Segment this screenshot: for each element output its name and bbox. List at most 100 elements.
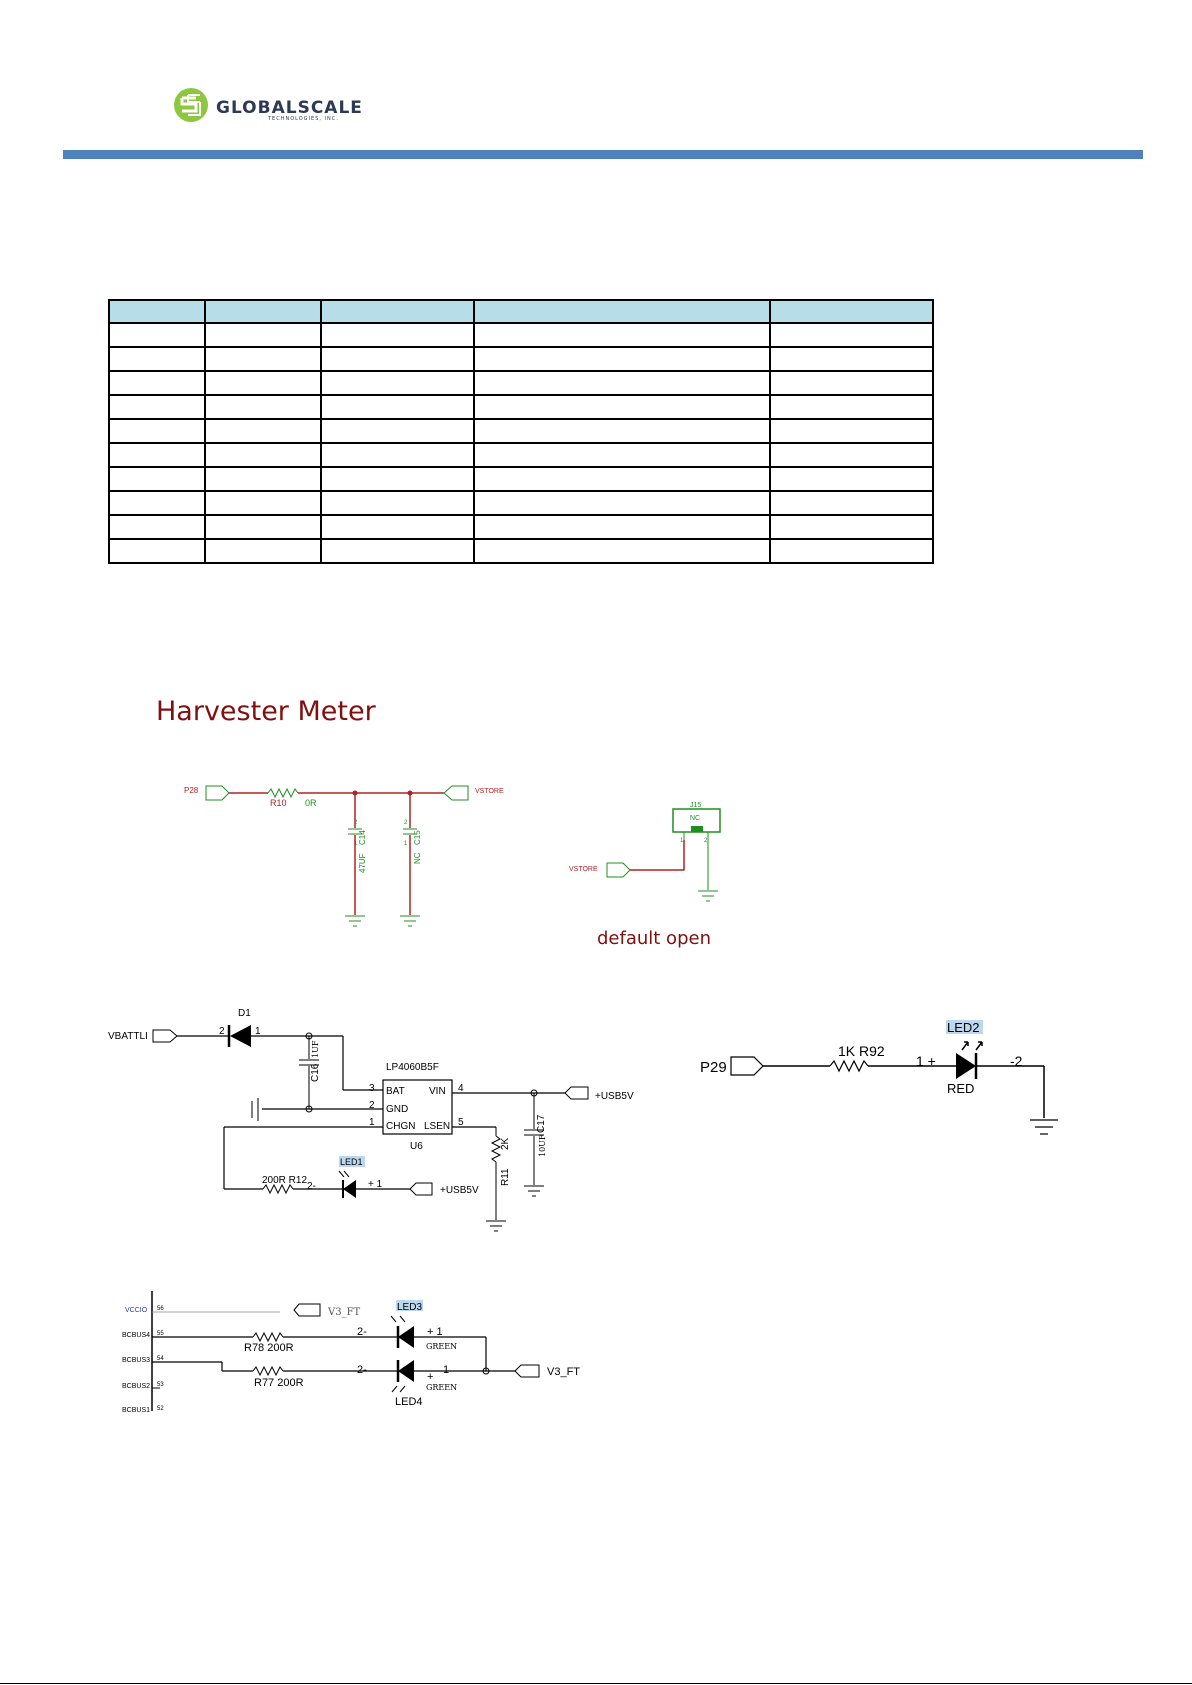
diode-d1-icon [230,1025,251,1047]
svg-text:1: 1 [404,841,408,847]
table-cell [108,322,206,348]
led3-icon [398,1326,414,1348]
table-cell [108,346,206,372]
led1-ref: LED1 [340,1157,363,1167]
table-cell [203,394,323,420]
table-cell [320,418,476,444]
svg-text:52: 52 [157,1406,164,1412]
table-cell [203,538,323,564]
page-bottom-rule [0,1683,1192,1684]
table-cell [320,322,476,348]
led4-color: GREEN [426,1383,457,1392]
table-cell [203,370,323,396]
svg-text:1: 1 [369,1117,375,1128]
table-cell [108,490,206,516]
table-cell [473,394,772,420]
r12-label: 200R R12 [262,1175,307,1186]
svg-text:2: 2 [354,820,358,826]
svg-text:VIN: VIN [429,1086,446,1097]
svg-text:GND: GND [386,1104,408,1115]
table-row [108,466,934,492]
ic-part-number: LP4060B5F [386,1062,439,1073]
table-row [108,322,934,348]
table-header-cell [203,299,323,324]
r11-ref: R11 [500,1168,511,1186]
r78-label: R78 200R [244,1342,294,1354]
schematic-j15-jumper: J15 NC 1 2 VSTORE [569,802,721,902]
table-row [108,514,934,540]
svg-text:2-: 2- [307,1181,316,1192]
svg-text:2: 2 [369,1100,375,1111]
table-cell [108,394,206,420]
svg-text:1: 1 [443,1364,449,1376]
jumper-caption: default open [597,928,711,949]
svg-text:4: 4 [458,1083,464,1094]
svg-text:55: 55 [157,1331,164,1337]
net-label-vstore-2: VSTORE [569,866,598,873]
table-row [108,442,934,468]
led2-color: RED [947,1081,974,1096]
table-cell [769,418,934,444]
svg-text:5: 5 [458,1117,464,1128]
table-header-row [108,299,934,324]
table-cell [320,394,476,420]
table-header-cell [769,299,934,324]
net-label-v3ft-1: V3_FT [327,1307,361,1318]
table-cell [320,490,476,516]
svg-text:1: 1 [680,838,684,844]
resistor-r77-symbol [252,1365,284,1377]
table-cell [769,346,934,372]
table-cell [473,490,772,516]
table-cell [108,538,206,564]
c14-ref: C14 [358,830,367,845]
table-row [108,538,934,564]
table-cell [769,442,934,468]
table-cell [320,370,476,396]
schematic-p28-vstore: P28 R10 0R VSTORE 2 1 C14 47UF [184,785,504,927]
c16-ref: C16 [310,1063,321,1082]
led3-color: GREEN [426,1342,457,1351]
svg-text:1: 1 [255,1026,261,1037]
r10-ref: R10 [270,798,287,808]
resistor-r10-symbol [267,787,299,799]
led1-icon [343,1180,356,1198]
table-cell [473,322,772,348]
table-row [108,370,934,396]
r77-label: R77 200R [254,1377,304,1389]
table-cell [203,490,323,516]
c15-ref: C15 [413,830,422,845]
table-row [108,394,934,420]
table-cell [473,370,772,396]
svg-text:3: 3 [369,1083,375,1094]
led2-ref: LED2 [947,1020,980,1035]
c15-value: NC [413,852,422,864]
table-cell [769,538,934,564]
svg-text:1: 1 [354,841,358,847]
table-cell [473,514,772,540]
led4-icon [398,1360,414,1382]
table-cell [473,442,772,468]
svg-text:2: 2 [704,838,708,844]
c16-value: 1UF [311,1040,320,1058]
resistor-r78-symbol [252,1331,284,1343]
r11-value: 2K [500,1137,511,1150]
svg-text:2-: 2- [357,1364,367,1376]
c17-ref: C17 [536,1114,547,1133]
pin-label-bcbus1: BCBUS1 [122,1407,150,1414]
ic-ref: U6 [410,1141,423,1152]
table-cell [320,514,476,540]
ground-icon [486,1220,506,1232]
svg-text:+ 1: + 1 [427,1326,443,1338]
r92-label: 1K R92 [838,1043,885,1059]
table-cell [473,418,772,444]
company-subtitle: TECHNOLOGIES, INC. [268,116,339,122]
svg-text:LSEN: LSEN [424,1121,450,1132]
table-cell [769,370,934,396]
table-cell [769,394,934,420]
c17-value: 10UF [538,1134,547,1157]
net-label-p29: P29 [700,1059,727,1076]
header-rule [63,150,1143,159]
table-cell [769,466,934,492]
